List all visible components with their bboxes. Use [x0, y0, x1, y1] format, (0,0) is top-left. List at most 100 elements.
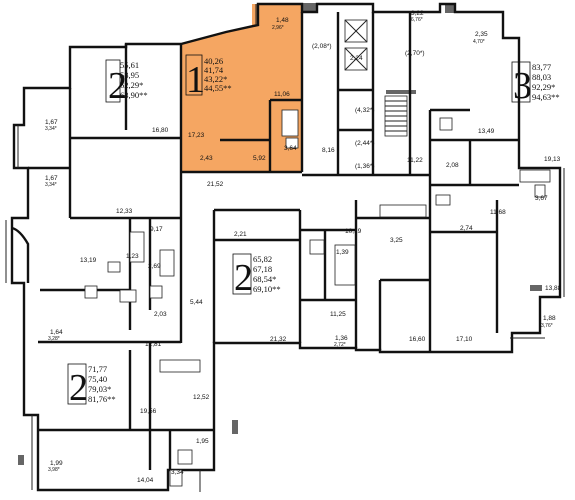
apartment-c-area-2: 88,03 [532, 72, 551, 82]
room-area: 2,72* [334, 342, 346, 348]
room-area: 2,96* [272, 25, 284, 31]
apartment-a-area-4: 63,90** [120, 90, 148, 100]
apartment-d-area-1: 65,82 [253, 254, 272, 264]
room-area: 13,88 [545, 285, 562, 292]
room-area: 2,43 [200, 155, 213, 162]
room-area: 3,67 [535, 195, 548, 202]
room-area: 1,36 [335, 335, 348, 342]
room-area: 3,34* [45, 182, 57, 188]
room-area: 1,23 [126, 253, 139, 260]
apartment-e-area-4: 81,76** [88, 394, 116, 404]
room-area: 3,64 [284, 145, 297, 152]
room-area: 4,70* [473, 39, 485, 45]
apartment-b-area-4: 44,55** [204, 83, 232, 93]
apartment-label-e: 2 [67, 363, 88, 409]
room-area: 12,52 [193, 394, 210, 401]
room-area: 3,76* [541, 323, 553, 329]
room-area: 2,08 [446, 162, 459, 169]
room-area: 1,67 [45, 175, 58, 182]
room-area: 12,81 [145, 341, 162, 348]
apartment-b-area-2: 41,74 [204, 65, 224, 75]
apartment-label-d: 2 [232, 253, 253, 299]
room-area: 17,10 [456, 336, 473, 343]
svg-text:1: 1 [186, 59, 205, 101]
room-area: 6,76* [411, 17, 423, 23]
room-area: 9,17 [150, 226, 163, 233]
apartment-c-area-3: 92,29* [532, 82, 555, 92]
apartment-e-area-2: 75,40 [88, 374, 107, 384]
apartment-label-a: 2 [105, 59, 127, 107]
interior-walls [28, 12, 519, 470]
room-area: 3,98* [48, 467, 60, 473]
apartment-a-area-2: 58,95 [120, 70, 139, 80]
room-area: (1,36*) [355, 163, 375, 170]
svg-text:2: 2 [108, 65, 127, 107]
apartment-a-area-1: 55,61 [120, 60, 139, 70]
room-area: 11,06 [274, 91, 290, 98]
room-area: 2,24 [350, 55, 363, 62]
apartment-d-area-3: 68,54* [253, 274, 276, 284]
room-area: 17,23 [188, 132, 205, 139]
room-area: 14,04 [137, 477, 154, 484]
room-area: 1,67 [45, 119, 58, 126]
highlighted-apartment-fill [181, 4, 302, 172]
room-area: 3,34* [45, 126, 57, 132]
svg-text:2: 2 [234, 257, 253, 299]
apartment-label-c: 3 [511, 61, 532, 107]
apartment-c-area-4: 94,63** [532, 92, 560, 102]
room-area: 2,03 [154, 311, 167, 318]
room-area: 21,32 [270, 336, 287, 343]
room-area: 2,74 [460, 225, 473, 232]
apartment-b-area-1: 40,26 [204, 56, 223, 66]
room-area: (2,44*) [355, 140, 375, 147]
room-area-labels: 1,48 2,96* 3,22 6,76* 2,35 4,70* (2,08*)… [45, 10, 562, 484]
room-area: 3,25 [390, 237, 403, 244]
apartment-e-area-3: 79,03* [88, 384, 111, 394]
room-area: 5,92 [253, 155, 266, 162]
room-area: 3,28* [48, 336, 60, 342]
window-lines [5, 4, 565, 492]
apartment-d-area-4: 69,10** [253, 284, 281, 294]
room-area: 1,64 [50, 329, 63, 336]
apartment-a-area-3: 62,29* [120, 80, 143, 90]
room-area: 11,25 [330, 311, 346, 318]
apartment-d-area-2: 67,18 [253, 264, 272, 274]
room-area: (2,08*) [312, 43, 332, 50]
room-area: 1,95 [196, 438, 209, 445]
room-area: 2,35 [475, 31, 488, 38]
room-area: 8,16 [322, 147, 335, 154]
room-area: 10,19 [345, 228, 362, 235]
wall-columns [18, 3, 542, 465]
room-area: 1,99 [50, 460, 63, 467]
room-area: 13,49 [478, 128, 495, 135]
room-area: 1,48 [276, 17, 289, 24]
apartment-e-area-1: 71,77 [88, 364, 107, 374]
room-area: 11,22 [407, 157, 423, 164]
room-area: 16,60 [409, 336, 426, 343]
room-area: 2,21 [234, 231, 247, 238]
room-area: 2,69 [148, 263, 161, 270]
room-area: 5,44 [190, 299, 203, 306]
room-area: 19,56 [140, 408, 157, 415]
staircase [384, 95, 408, 137]
room-area: 21,52 [207, 181, 224, 188]
apartment-label-b: 1 [185, 54, 205, 101]
room-area: 1,39 [336, 249, 349, 256]
room-area: (4,32*) [355, 107, 375, 114]
room-area: 19,13 [544, 156, 561, 163]
room-area: 12,33 [116, 208, 133, 215]
room-area: 3,34 [171, 469, 184, 476]
svg-text:2: 2 [69, 367, 88, 409]
room-area: 16,80 [152, 127, 169, 134]
apartment-c-area-1: 83,77 [532, 62, 551, 72]
room-area: 3,22 [411, 10, 424, 17]
elevator-shafts [344, 19, 368, 71]
svg-text:3: 3 [513, 65, 532, 107]
room-area: (2,70*) [405, 50, 425, 57]
room-area: 11,68 [490, 209, 506, 216]
room-area: 13,19 [80, 257, 97, 264]
apartment-b-area-3: 43,22* [204, 74, 227, 84]
bathroom-fixtures [84, 109, 551, 487]
room-area: 1,88 [543, 315, 556, 322]
